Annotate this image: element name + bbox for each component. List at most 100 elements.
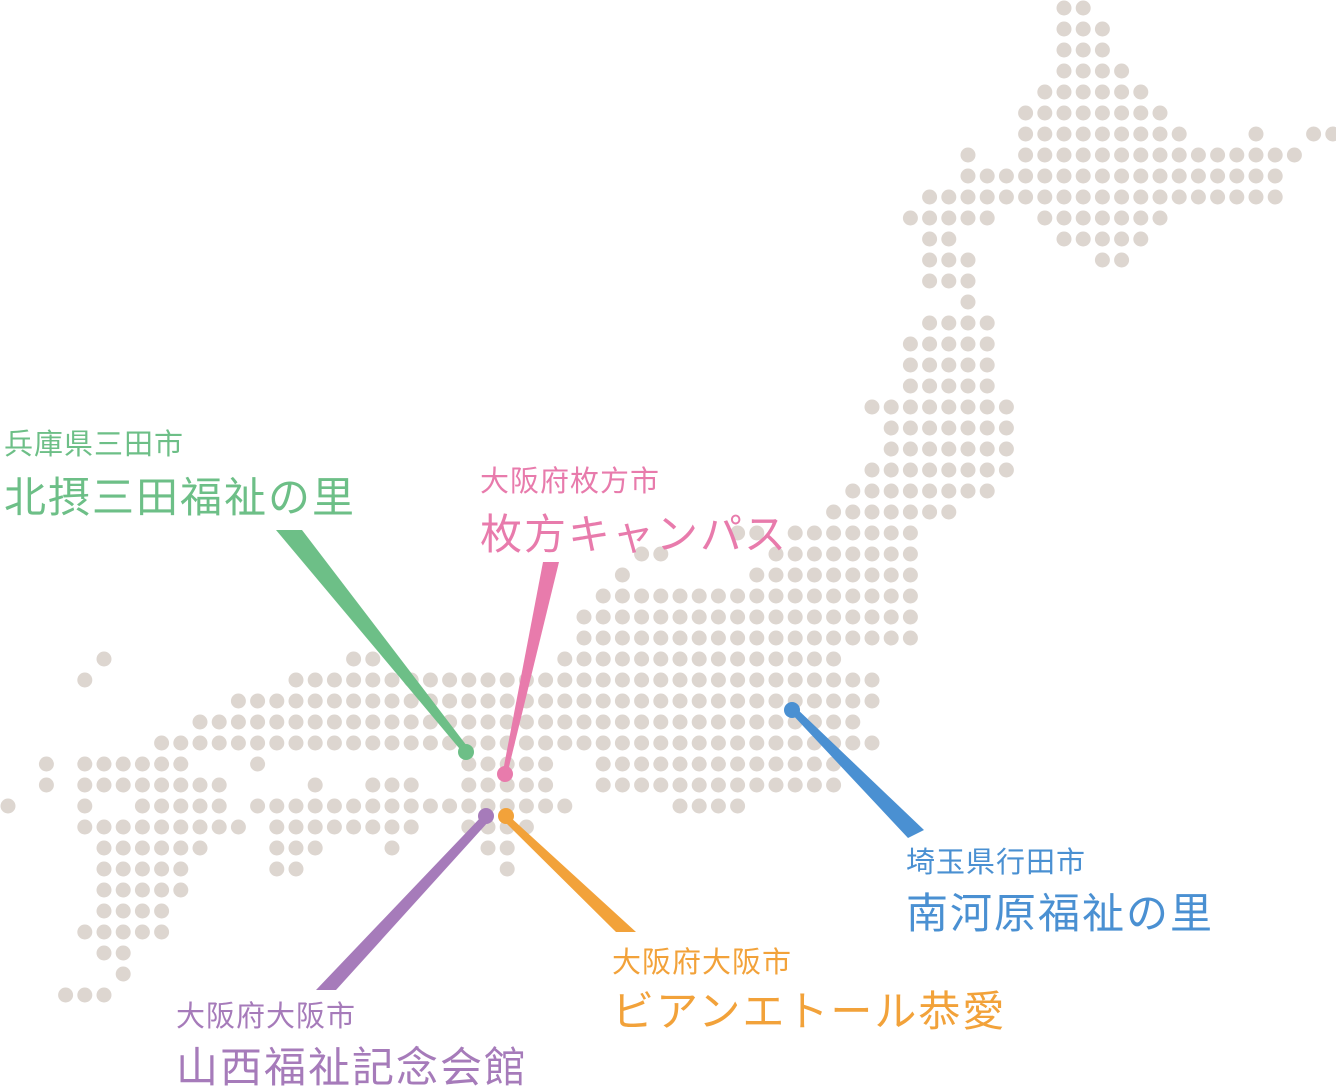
marker-kyoai[interactable] bbox=[498, 808, 514, 824]
map-dot bbox=[864, 672, 880, 688]
map-dot bbox=[1133, 189, 1149, 205]
map-dot bbox=[960, 252, 976, 268]
map-dot bbox=[941, 420, 957, 436]
map-dot bbox=[173, 798, 189, 814]
map-dot bbox=[902, 378, 918, 394]
map-dot bbox=[1037, 147, 1053, 163]
map-dot bbox=[749, 651, 765, 667]
location-label-kyoai[interactable]: 大阪府大阪市 ビアンエトール恭愛 bbox=[612, 948, 1006, 1033]
map-dot bbox=[787, 672, 803, 688]
map-dot bbox=[979, 168, 995, 184]
map-dot bbox=[787, 525, 803, 541]
map-dot bbox=[115, 756, 131, 772]
map-dot bbox=[1286, 147, 1302, 163]
map-dot bbox=[902, 588, 918, 604]
map-dot bbox=[461, 672, 477, 688]
marker-sanda[interactable] bbox=[458, 744, 474, 760]
map-dot bbox=[1152, 147, 1168, 163]
map-dot bbox=[1171, 168, 1187, 184]
map-dot bbox=[154, 777, 170, 793]
location-label-hirakata[interactable]: 大阪府枚方市 枚方キャンパス bbox=[480, 467, 788, 556]
map-dot bbox=[998, 420, 1014, 436]
map-dot bbox=[154, 735, 170, 751]
map-dot bbox=[922, 483, 938, 499]
map-dot bbox=[653, 672, 669, 688]
map-dot bbox=[499, 840, 515, 856]
map-dot bbox=[922, 231, 938, 247]
map-dot bbox=[1075, 21, 1091, 37]
location-label-sanda[interactable]: 兵庫県三田市 北摂三田福祉の里 bbox=[4, 430, 356, 519]
map-dot bbox=[998, 399, 1014, 415]
prefecture-text: 大阪府大阪市 bbox=[176, 999, 357, 1033]
map-dot bbox=[115, 903, 131, 919]
map-dot bbox=[250, 756, 266, 772]
map-dot bbox=[1037, 168, 1053, 184]
map-dot bbox=[787, 567, 803, 583]
pointer-sanda bbox=[276, 530, 470, 754]
map-dot bbox=[998, 441, 1014, 457]
map-dot bbox=[768, 735, 784, 751]
map-dot bbox=[902, 483, 918, 499]
map-dot bbox=[480, 756, 496, 772]
map-dot bbox=[941, 273, 957, 289]
map-dot bbox=[634, 609, 650, 625]
map-dot bbox=[806, 525, 822, 541]
map-dot bbox=[864, 609, 880, 625]
map-dot bbox=[269, 840, 285, 856]
map-dot bbox=[922, 273, 938, 289]
map-dot bbox=[154, 840, 170, 856]
map-dot bbox=[730, 693, 746, 709]
map-dot bbox=[730, 651, 746, 667]
map-dot bbox=[307, 735, 323, 751]
map-dot bbox=[230, 693, 246, 709]
map-dot bbox=[1075, 63, 1091, 79]
map-dot bbox=[672, 672, 688, 688]
map-dot bbox=[1075, 189, 1091, 205]
map-dot bbox=[384, 777, 400, 793]
map-dot bbox=[730, 588, 746, 604]
map-dot bbox=[557, 693, 573, 709]
map-dot bbox=[730, 777, 746, 793]
map-dot bbox=[749, 756, 765, 772]
map-dot bbox=[768, 609, 784, 625]
map-dot bbox=[1114, 105, 1130, 121]
map-dot bbox=[960, 483, 976, 499]
map-dot bbox=[499, 693, 515, 709]
map-dot bbox=[941, 504, 957, 520]
map-dot bbox=[653, 693, 669, 709]
map-dot bbox=[922, 357, 938, 373]
marker-yamanishi[interactable] bbox=[478, 808, 494, 824]
map-dot bbox=[115, 861, 131, 877]
map-dot bbox=[1075, 105, 1091, 121]
map-dot bbox=[480, 777, 496, 793]
map-dot bbox=[730, 735, 746, 751]
marker-hirakata[interactable] bbox=[497, 766, 513, 782]
map-dot bbox=[922, 315, 938, 331]
map-dot bbox=[307, 819, 323, 835]
map-dot bbox=[902, 399, 918, 415]
map-dot bbox=[806, 588, 822, 604]
map-dot bbox=[614, 777, 630, 793]
map-dot bbox=[864, 735, 880, 751]
map-dot bbox=[1094, 210, 1110, 226]
map-dot bbox=[787, 651, 803, 667]
location-label-gyoda[interactable]: 埼玉県行田市 南河原福祉の里 bbox=[906, 848, 1214, 935]
map-dot bbox=[595, 588, 611, 604]
map-dot bbox=[1114, 210, 1130, 226]
map-dot bbox=[96, 840, 112, 856]
map-dot bbox=[749, 693, 765, 709]
location-label-yamanishi[interactable]: 大阪府大阪市 山西福祉記念会館 bbox=[176, 1002, 528, 1088]
map-dot bbox=[518, 777, 534, 793]
map-dot bbox=[288, 798, 304, 814]
map-dot bbox=[134, 819, 150, 835]
map-dot bbox=[595, 777, 611, 793]
map-dot bbox=[96, 945, 112, 961]
map-dot bbox=[902, 546, 918, 562]
map-dot bbox=[787, 609, 803, 625]
map-dot bbox=[902, 336, 918, 352]
marker-gyoda[interactable] bbox=[784, 702, 800, 718]
map-dot bbox=[941, 378, 957, 394]
map-dot bbox=[614, 672, 630, 688]
map-dot bbox=[691, 798, 707, 814]
map-dot bbox=[826, 777, 842, 793]
